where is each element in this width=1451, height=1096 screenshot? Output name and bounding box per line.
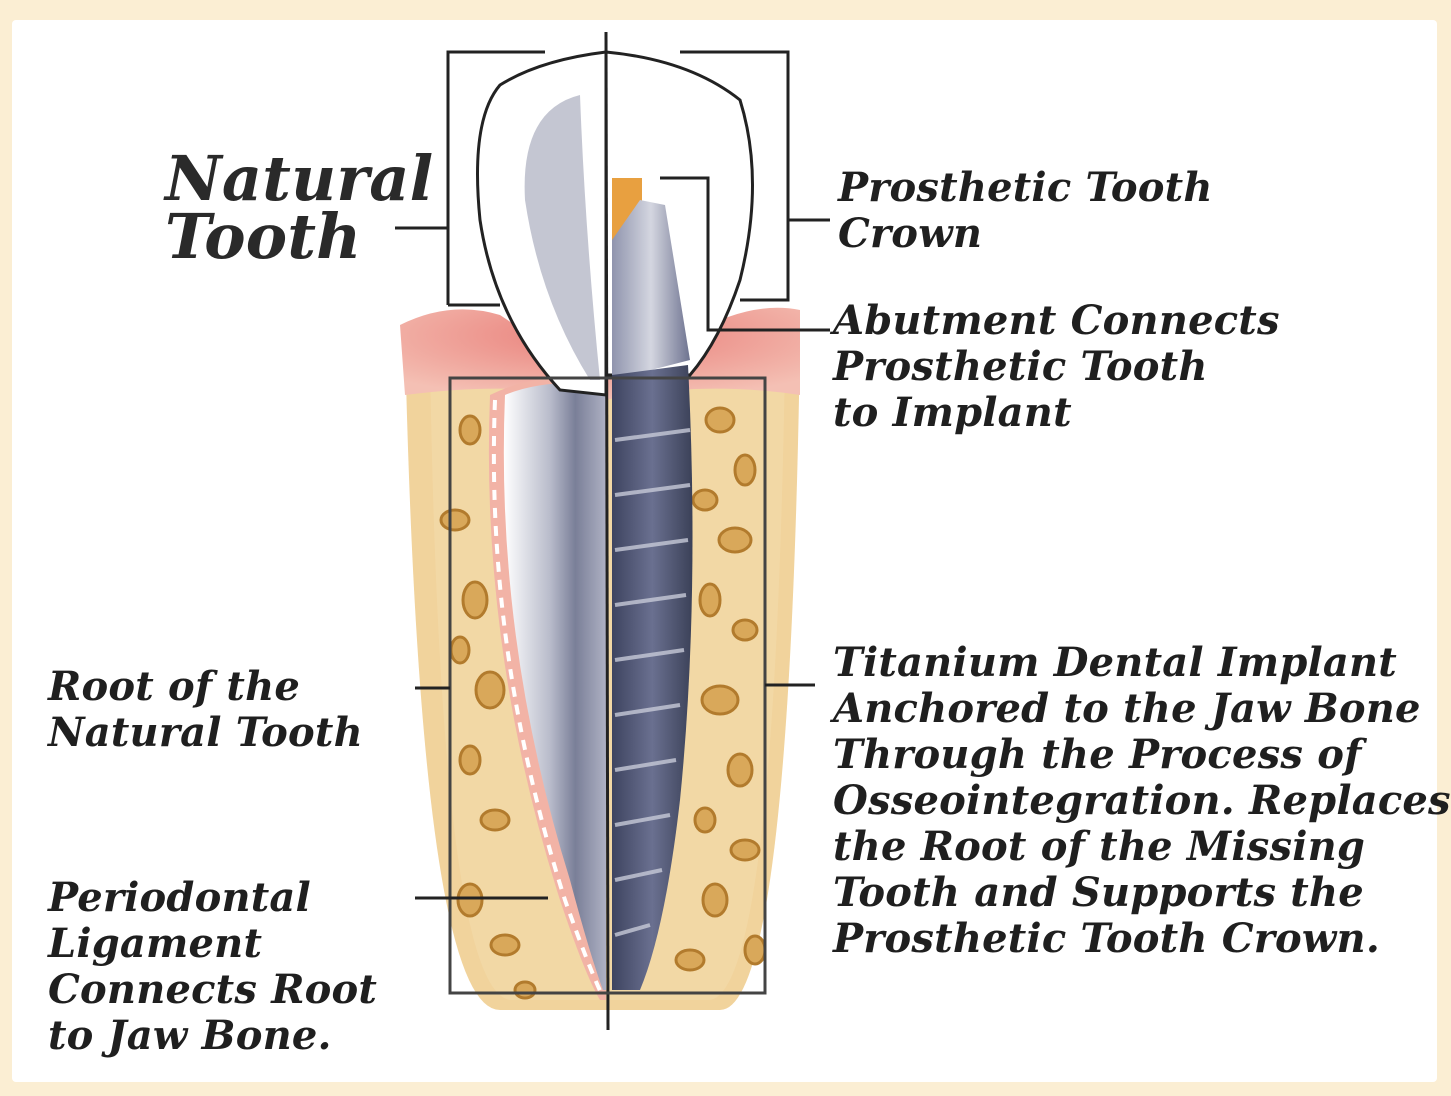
prosthetic-crown-label: Prosthetic Tooth Crown [838, 165, 1213, 257]
natural-tooth-label: Natural Tooth [165, 150, 433, 266]
root-label: Root of the Natural Tooth [48, 664, 363, 756]
titanium-implant-label: Titanium Dental Implant Anchored to the … [833, 640, 1451, 962]
periodontal-ligament-label: Periodontal Ligament Connects Root to Ja… [48, 875, 377, 1059]
abutment-label: Abutment Connects Prosthetic Tooth to Im… [833, 298, 1280, 436]
center-divider [606, 32, 608, 1030]
